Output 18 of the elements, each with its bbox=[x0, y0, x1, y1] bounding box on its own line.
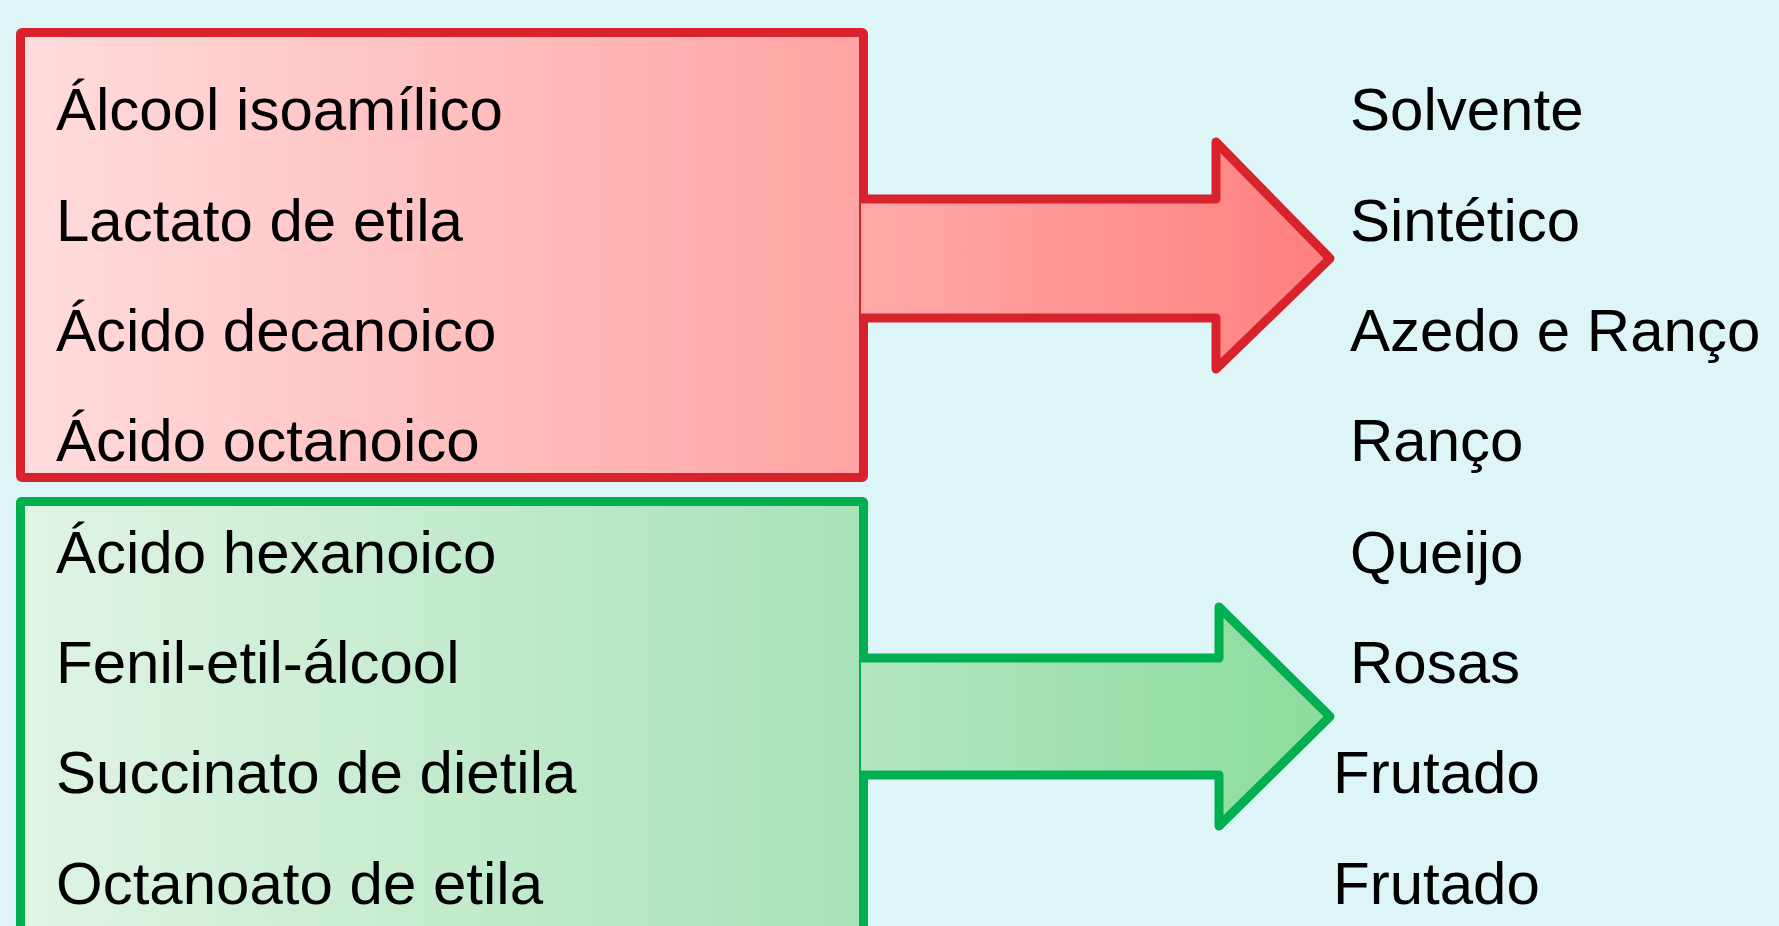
compound-group-box bbox=[16, 28, 868, 482]
aroma-label: Solvente bbox=[1350, 78, 1584, 142]
aroma-label: Rosas bbox=[1350, 631, 1521, 695]
compound-group-box bbox=[16, 497, 868, 926]
aroma-label: Ranço bbox=[1350, 409, 1524, 473]
compound-label: Succinato de dietila bbox=[56, 741, 577, 805]
compound-label: Ácido hexanoico bbox=[56, 521, 497, 585]
compound-label: Ácido decanoico bbox=[56, 299, 497, 363]
compound-label: Fenil-etil-álcool bbox=[56, 631, 460, 695]
compound-label: Ácido octanoico bbox=[56, 409, 480, 473]
compound-label: Octanoato de etila bbox=[56, 852, 543, 916]
aroma-label: Frutado bbox=[1333, 852, 1540, 916]
compound-label: Álcool isoamílico bbox=[56, 78, 503, 142]
aroma-label: Frutado bbox=[1333, 741, 1540, 805]
compound-label: Lactato de etila bbox=[56, 189, 463, 253]
aroma-label: Azedo e Ranço bbox=[1350, 299, 1761, 363]
aroma-label: Queijo bbox=[1350, 521, 1524, 585]
aroma-label: Sintético bbox=[1350, 189, 1581, 253]
